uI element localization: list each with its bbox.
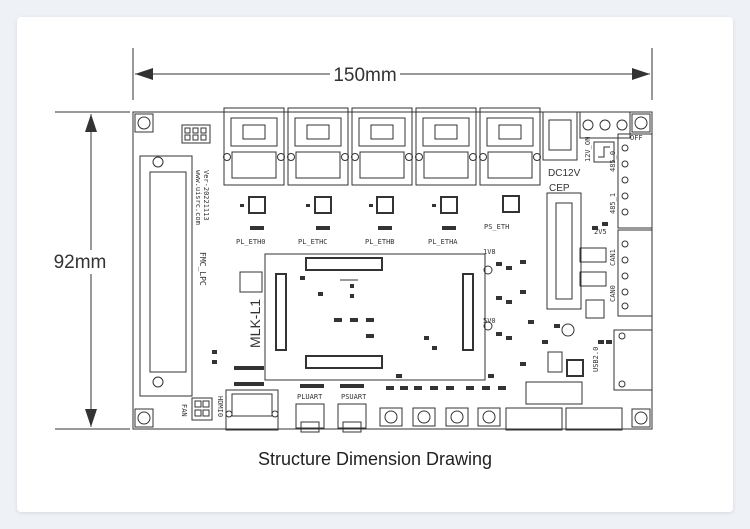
arrow-down-icon	[85, 409, 97, 427]
mlk-l1-module	[264, 253, 486, 381]
terminal-block-485	[617, 133, 653, 229]
label-can1: CAN1	[609, 249, 617, 266]
label-1v8: 1V8	[483, 248, 496, 256]
label-pl-etha: PL_ETHA	[428, 238, 458, 246]
phy-chips	[248, 195, 520, 214]
width-label-bg	[330, 64, 400, 86]
label-usb2: USB2.0	[592, 347, 600, 372]
label-pluart: PLUART	[297, 393, 323, 401]
fmc-connector	[139, 155, 193, 397]
mounting-holes	[134, 113, 651, 428]
label-cep: CEP	[549, 183, 570, 194]
label-2v5: 2V5	[594, 228, 607, 236]
label-485-1: 485_1	[609, 193, 617, 214]
label-mlk-l1: MLK-L1	[247, 299, 263, 348]
label-off: OFF	[630, 134, 643, 142]
rj45-jacks	[223, 107, 541, 186]
arrow-left-icon	[135, 68, 153, 80]
power-switch	[579, 111, 631, 163]
label-pl-ethb: PL_ETHB	[365, 238, 395, 246]
push-buttons	[379, 407, 501, 427]
label-pl-ethc: PL_ETHC	[298, 238, 328, 246]
label-version: Ver-20221113	[202, 170, 210, 221]
fan-header	[191, 397, 213, 421]
label-fan: FAN	[180, 404, 188, 417]
bottom-headers	[505, 407, 623, 431]
width-label: 150mm	[333, 65, 396, 86]
label-485-0: 485_0	[609, 151, 617, 172]
label-ps-eth: PS_ETH	[484, 223, 509, 231]
usb-connector	[613, 329, 653, 391]
height-label-bg	[46, 250, 116, 274]
pin-header-top	[181, 124, 211, 144]
height-label: 92mm	[54, 252, 107, 273]
cep-connector	[546, 192, 582, 310]
arrow-right-icon	[632, 68, 650, 80]
dc-power-jack	[542, 111, 578, 161]
label-fmc-lpc: FMC_LPC	[198, 252, 207, 286]
label-pl-eth0: PL_ETH0	[236, 238, 266, 246]
label-12v-on: 12V_ON	[584, 137, 592, 162]
hdmi-connector	[225, 389, 279, 431]
label-5v0: 5V0	[483, 317, 496, 325]
label-can0: CAN0	[609, 285, 617, 302]
label-hdmi0: HDMI0	[216, 396, 224, 417]
board-labels: PL_ETH0 PL_ETHC PL_ETHB PL_ETHA PS_ETH 1…	[180, 134, 643, 417]
label-dc12v: DC12V	[548, 168, 581, 179]
smd-components	[212, 204, 612, 390]
label-website: www.uisrc.com	[194, 170, 202, 225]
terminal-block-can	[617, 229, 653, 317]
uart-connectors	[295, 403, 367, 433]
label-psuart: PSUART	[341, 393, 367, 401]
caption: Structure Dimension Drawing	[257, 449, 493, 469]
arrow-up-icon	[85, 114, 97, 132]
small-components	[239, 247, 607, 405]
